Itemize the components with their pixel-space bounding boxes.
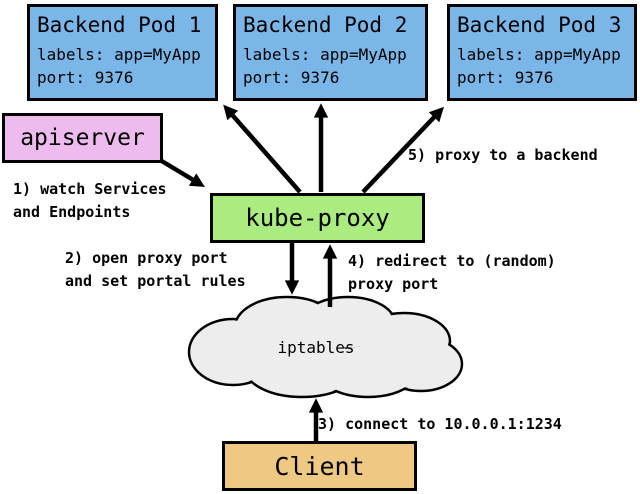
step4-redirect-label: 4) redirect to (random) proxy port [348, 250, 556, 296]
step4-line1: 4) redirect to (random) [348, 252, 556, 270]
pod-labels-line: labels: app=MyApp [243, 45, 407, 64]
client-box: Client [222, 441, 417, 491]
arrow-kube-proxy-to-pod-1 [223, 104, 302, 194]
pod-title: Backend Pod 3 [457, 13, 622, 37]
backend-pod-2-box: Backend Pod 2 labels: app=MyApp port: 93… [233, 4, 428, 101]
step4-line2: proxy port [348, 275, 439, 293]
backend-pod-3-box: Backend Pod 3 labels: app=MyApp port: 93… [447, 4, 637, 101]
step5-proxy-label: 5) proxy to a backend [408, 146, 598, 164]
apiserver-box: apiserver [2, 113, 163, 163]
step1-line1: 1) watch Services [13, 180, 167, 198]
arrow-kube-proxy-to-pod-3 [361, 106, 444, 194]
pod-port-line: port: 9376 [457, 68, 554, 87]
pod-port-line: port: 9376 [243, 68, 340, 87]
step1-line2: and Endpoints [13, 203, 131, 221]
step3-connect-label: 3) connect to 10.0.0.1:1234 [318, 415, 562, 433]
kube-proxy-label: kube-proxy [245, 204, 390, 232]
iptables-cloud [187, 295, 464, 399]
step2-line1: 2) open proxy port [65, 249, 228, 267]
iptables-label: iptables [277, 338, 355, 357]
arrow-apiserver-to-kube-proxy [158, 158, 205, 187]
step2-open-proxy-label: 2) open proxy port and set portal rules [65, 247, 246, 293]
pod-title: Backend Pod 2 [243, 13, 408, 37]
apiserver-label: apiserver [20, 125, 145, 151]
step2-line2: and set portal rules [65, 272, 246, 290]
client-label: Client [274, 451, 365, 481]
kube-proxy-box: kube-proxy [210, 193, 425, 243]
pod-title: Backend Pod 1 [37, 13, 202, 37]
step1-watch-label: 1) watch Services and Endpoints [13, 178, 167, 224]
pod-labels-line: labels: app=MyApp [37, 45, 201, 64]
backend-pod-1-box: Backend Pod 1 labels: app=MyApp port: 93… [27, 4, 218, 101]
pod-port-line: port: 9376 [37, 68, 134, 87]
pod-labels-line: labels: app=MyApp [457, 45, 621, 64]
